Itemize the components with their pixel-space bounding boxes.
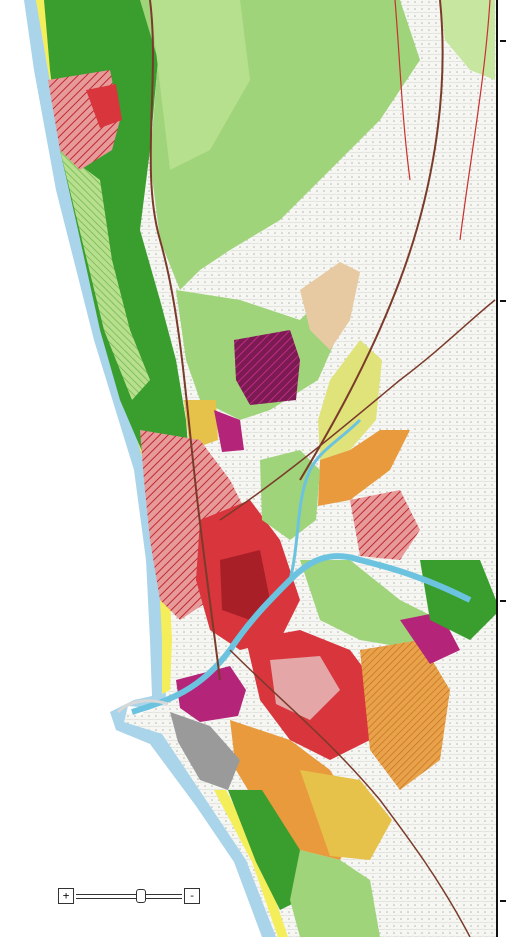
forest-east-strip — [420, 560, 500, 640]
main-road — [149, 0, 221, 681]
meadow-center-east-2 — [300, 560, 440, 650]
services-hatch-field — [234, 330, 300, 405]
orange-field-1 — [318, 430, 410, 506]
road-railway-north — [394, 0, 411, 181]
industry-south-hatch — [360, 640, 450, 790]
road-south — [229, 649, 471, 937]
zoom-out-button[interactable]: - — [184, 888, 200, 904]
forest-south — [228, 790, 300, 910]
frame-tick — [500, 900, 506, 902]
river-tributary — [288, 418, 362, 581]
river — [131, 553, 472, 715]
meadow-south — [290, 850, 380, 937]
frame-tick — [500, 300, 506, 302]
road-east — [219, 299, 496, 521]
services-center — [214, 410, 244, 452]
residential-north-solid — [86, 84, 122, 128]
sea-shore-band — [24, 0, 276, 937]
meadow-north-light — [150, 0, 250, 170]
frame-tick — [500, 40, 506, 42]
zoom-in-button[interactable]: + — [58, 888, 74, 904]
industry-south-yellow — [300, 770, 392, 860]
services-harbor — [176, 666, 246, 722]
coastal-meadow-hatch — [60, 150, 150, 400]
harbor-grey — [170, 712, 240, 790]
residential-east-hatch — [350, 490, 420, 560]
zoom-scale-bar[interactable]: + - — [58, 888, 200, 904]
road-north-east — [299, 0, 444, 481]
frame-tick — [500, 600, 506, 602]
forest-north-east — [440, 0, 495, 80]
zoom-slider-knob[interactable] — [135, 889, 146, 903]
zoom-slider-track[interactable] — [76, 894, 182, 899]
beach-strip-south — [214, 790, 288, 937]
yellow-field-1 — [184, 400, 218, 450]
map-frame-right-edge — [496, 0, 508, 937]
road-railway-east — [459, 0, 491, 241]
wetland-field — [318, 340, 382, 460]
industry-hatch-field — [300, 262, 360, 350]
residential-center-dark — [220, 550, 270, 620]
harbor-pier — [116, 699, 169, 714]
